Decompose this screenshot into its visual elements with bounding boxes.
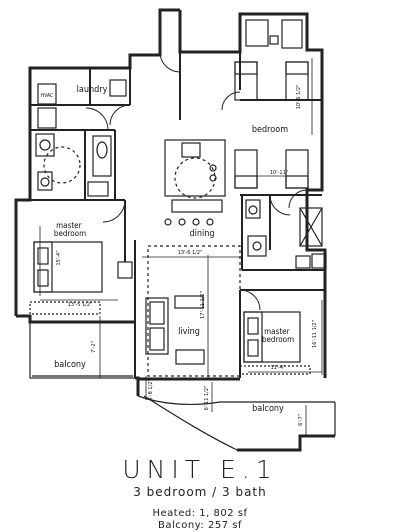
unit-title-block: UNIT E.1 3 bedroom / 3 bath Heated: 1, 8… [0, 455, 400, 532]
dim-bay-depth-left: 4'-8 1/2" [148, 379, 154, 400]
bottom-balcony-outline [137, 377, 336, 451]
left-master-bed [29, 241, 103, 315]
dim-left-master-depth: 15'-4" [56, 250, 62, 265]
dim-right-master-depth: 16'-11 1/2" [312, 320, 318, 348]
room-laundry: laundry [77, 85, 108, 95]
exterior-walls [14, 8, 335, 452]
dim-right-master-width: 11'-4" [270, 365, 285, 371]
room-balcony-bottom: balcony [252, 404, 284, 414]
room-bedroom: bedroom [252, 125, 288, 135]
left-bath-fixtures [35, 133, 112, 197]
room-balcony-left: balcony [54, 360, 86, 370]
dimension-lines [39, 58, 323, 436]
kitchen [164, 139, 226, 226]
heated-area: Heated: 1, 802 sf [152, 508, 248, 519]
right-bath [245, 199, 327, 269]
dim-bedroom-width: 10'-11" [270, 170, 288, 176]
room-master-bedroom-right-text: master [264, 327, 289, 336]
laundry-equipment [37, 79, 127, 129]
dim-bedroom-depth: 10'-6 1/2" [296, 85, 302, 110]
room-master-bedroom-right-text-line-2: bedroom [262, 335, 294, 344]
dim-living-depth: 17'-11 1/2" [200, 291, 206, 319]
dim-left-master-width: 13'-5 1/2" [68, 302, 93, 308]
dim-bay-depth-center: 6'-11 1/2" [204, 386, 210, 411]
bedroom-beds [234, 61, 309, 189]
dim-bottom-balcony-depth: 6'-7" [298, 414, 304, 426]
dim-living-width: 13'-6 1/2" [178, 250, 203, 256]
room-dining: dining [189, 229, 214, 239]
room-hvac: HVAC [41, 93, 53, 99]
room-master-bedroom-right: master bedroom [262, 327, 294, 344]
door-swings [85, 51, 308, 311]
right-master-bed [239, 311, 311, 375]
room-living: living [178, 327, 200, 337]
living-furniture [117, 245, 241, 377]
top-bath [245, 19, 303, 49]
room-master-bedroom-left-text-line-2: bedroom [54, 229, 86, 238]
unit-title: UNIT E.1 [122, 455, 278, 484]
balcony-area: Balcony: 257 sf [158, 520, 242, 531]
dim-left-balcony-depth: 7'-2" [91, 341, 97, 353]
floor-plan: laundry HVAC bedroom dining master bedro… [14, 8, 336, 452]
unit-config: 3 bedroom / 3 bath [133, 485, 267, 499]
room-master-bedroom-left: master bedroom [54, 221, 86, 238]
room-master-bedroom-left-text: master [56, 221, 81, 230]
